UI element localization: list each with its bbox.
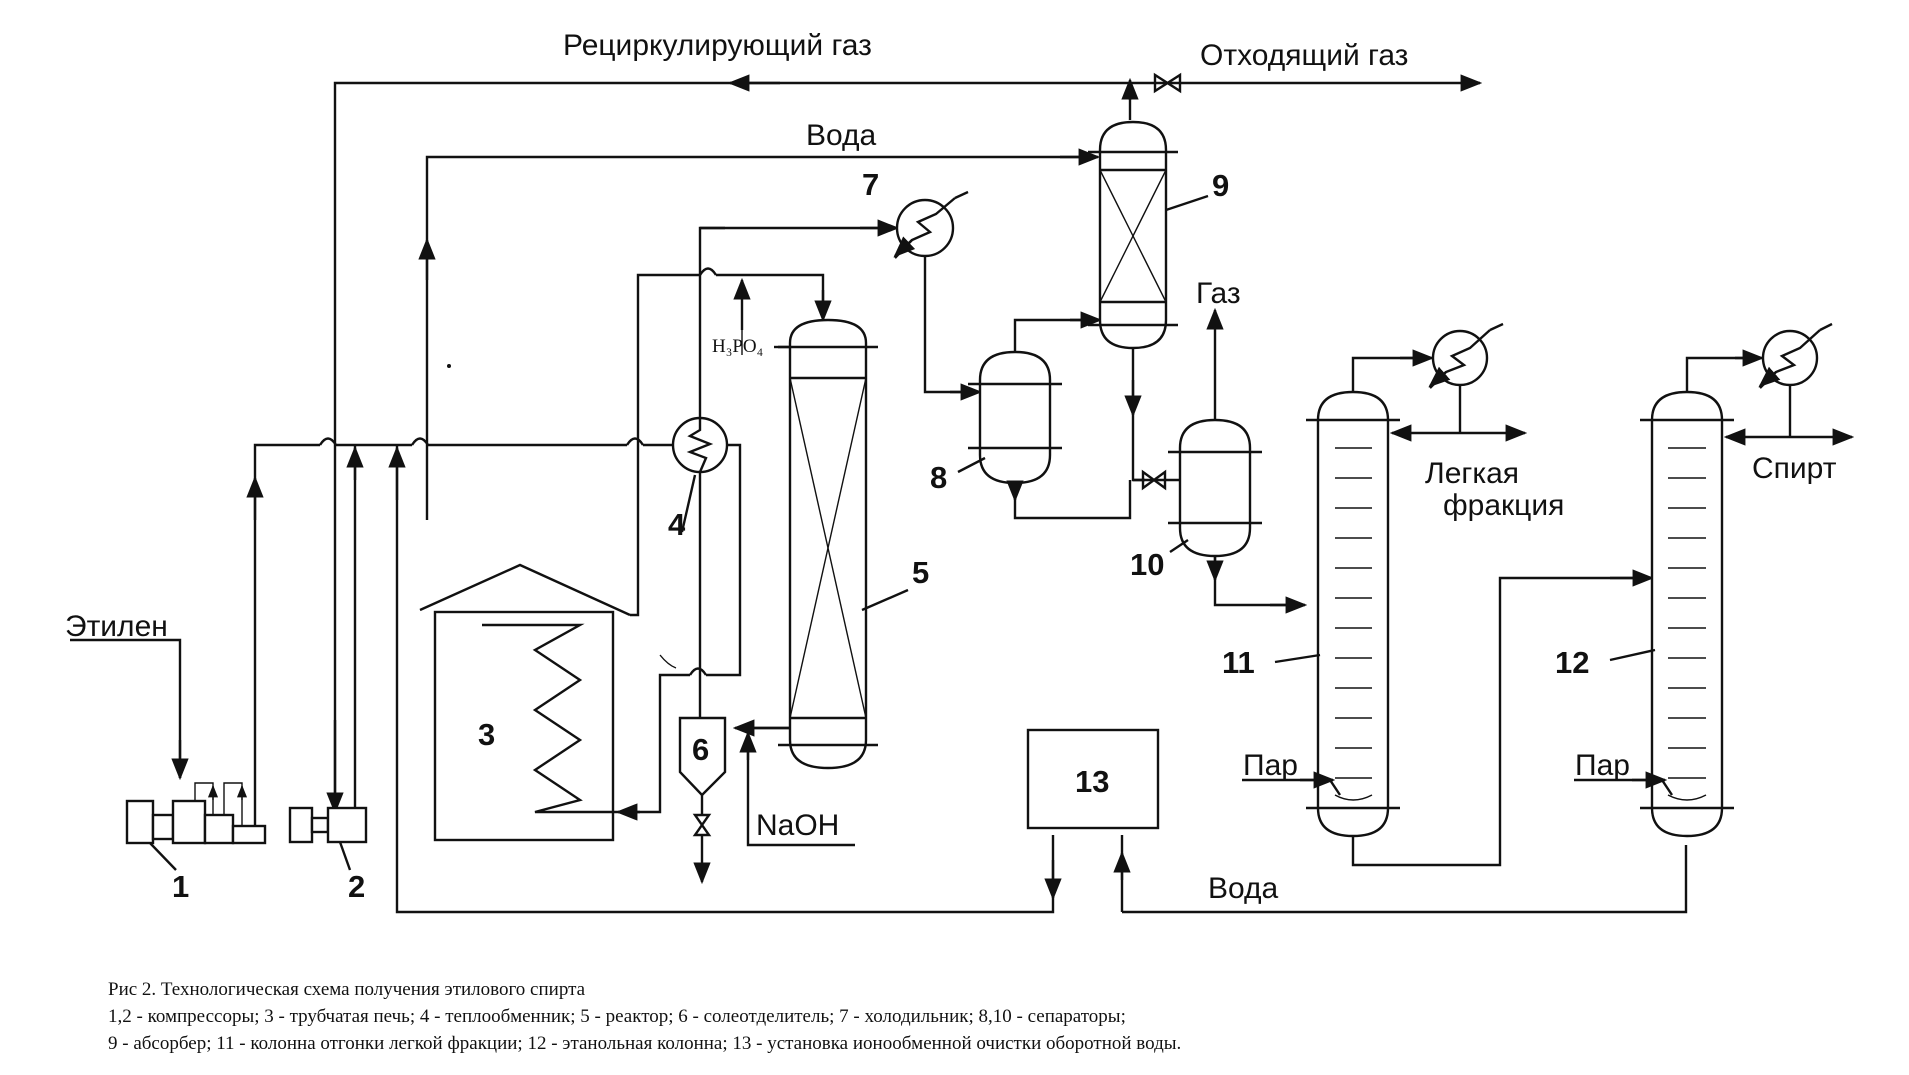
- leader-9: [1165, 194, 1209, 212]
- line-to-cooler: [698, 219, 900, 718]
- salt-separator-6[interactable]: [678, 716, 727, 885]
- caption-title: Рис 2. Технологическая схема получения э…: [108, 979, 586, 1000]
- label-4: 4: [668, 507, 686, 542]
- label-11: 11: [1222, 645, 1255, 680]
- steam-label-11: Пар: [1243, 749, 1298, 782]
- off-gas-valve[interactable]: [1153, 72, 1182, 94]
- caption-line-1: 1,2 - компрессоры; 3 - трубчатая печь; 4…: [108, 1006, 1126, 1027]
- leader-8: [957, 456, 986, 474]
- cooler-7[interactable]: [893, 190, 969, 259]
- light-fraction-label-1: Легкая: [1425, 457, 1519, 490]
- stray-mark: [659, 654, 677, 669]
- label-13: 13: [1075, 764, 1109, 799]
- recycle-gas-label: Рециркулирующий газ: [563, 29, 872, 62]
- water-to-absorber-line: [418, 148, 1101, 520]
- label-10: 10: [1130, 547, 1164, 582]
- column12-condenser[interactable]: [1685, 322, 1855, 446]
- absorber-9[interactable]: [1088, 120, 1178, 350]
- h3po4-label: H₃PO₄: [712, 336, 763, 357]
- separator10-to-column11: [1206, 556, 1308, 614]
- leader-5: [861, 588, 909, 612]
- off-gas-line: [1130, 72, 1483, 94]
- leader-10: [1169, 539, 1189, 553]
- figure-caption: Рис 2. Технологическая схема получения э…: [108, 976, 1808, 1057]
- gas-label: Газ: [1196, 277, 1241, 310]
- water-return-line: [388, 445, 1688, 914]
- steam-to-column12: [1574, 771, 1673, 796]
- column-11[interactable]: [1306, 390, 1400, 838]
- label-6: 6: [692, 732, 709, 767]
- ethylene-label: Этилен: [65, 610, 168, 643]
- leader-12: [1609, 648, 1656, 662]
- separator10-inlet-valve[interactable]: [1141, 469, 1167, 491]
- ethylene-feed: [70, 638, 189, 781]
- label-8: 8: [930, 460, 947, 495]
- separator-8[interactable]: [968, 350, 1062, 485]
- water-top-label: Вода: [806, 119, 877, 152]
- separator8-to-absorber: [1006, 311, 1132, 520]
- tube-furnace-3[interactable]: [419, 563, 631, 842]
- off-gas-label: Отходящий газ: [1200, 39, 1408, 72]
- furnace-piping: [615, 267, 832, 821]
- compressor-1[interactable]: [125, 782, 267, 871]
- cooler-to-separator8: [923, 256, 983, 401]
- label-5: 5: [912, 555, 929, 590]
- label-2: 2: [348, 869, 365, 904]
- naoh-line: [739, 730, 855, 847]
- reactor-5[interactable]: [778, 318, 878, 770]
- separator-10[interactable]: [1168, 418, 1262, 558]
- leader-4: [680, 474, 697, 533]
- stray-dot: [447, 364, 451, 368]
- water-bottom-label: Вода: [1208, 872, 1279, 905]
- absorber-to-separator10: [1124, 348, 1180, 491]
- alcohol-label: Спирт: [1752, 452, 1837, 485]
- column-12[interactable]: [1640, 390, 1734, 838]
- naoh-label: NaOH: [756, 809, 839, 842]
- ion-exchange-unit-13[interactable]: [1026, 728, 1160, 830]
- column11-to-column12: [1351, 569, 1655, 867]
- compressor-2[interactable]: [288, 806, 368, 871]
- label-1: 1: [172, 869, 189, 904]
- steam-to-column11: [1242, 771, 1341, 796]
- compressor2-lines: [326, 445, 364, 815]
- column11-condenser[interactable]: [1351, 322, 1528, 442]
- leader-11: [1274, 653, 1321, 664]
- light-fraction-label-2: фракция: [1443, 489, 1564, 522]
- steam-label-12: Пар: [1575, 749, 1630, 782]
- label-7: 7: [862, 167, 879, 202]
- label-12: 12: [1555, 645, 1589, 680]
- heat-exchanger-4[interactable]: [671, 416, 729, 474]
- label-9: 9: [1212, 168, 1229, 203]
- caption-line-2: 9 - абсорбер; 11 - колонна отгонки легко…: [108, 1033, 1182, 1054]
- label-3: 3: [478, 717, 495, 752]
- main-gas-header: [246, 437, 672, 825]
